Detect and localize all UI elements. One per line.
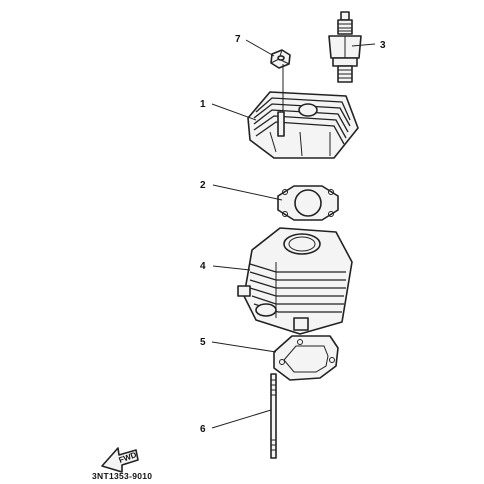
spark-plug-part xyxy=(328,11,362,83)
callout-1: 1 xyxy=(200,99,206,110)
callout-2: 2 xyxy=(200,180,206,191)
callout-7: 7 xyxy=(235,34,241,45)
stud-bolt-part xyxy=(270,373,277,459)
cylinder-head-part xyxy=(247,91,359,159)
callout-5: 5 xyxy=(200,337,206,348)
callout-6: 6 xyxy=(200,424,206,435)
cylinder-head-gasket-part xyxy=(277,185,339,221)
cylinder-base-gasket-part xyxy=(273,335,339,381)
fwd-arrow-icon: FWD xyxy=(101,447,139,473)
callout-labels: 1 2 3 4 5 6 7 xyxy=(200,34,386,435)
nut-part xyxy=(270,49,291,69)
leader-lines xyxy=(211,39,376,429)
callout-4: 4 xyxy=(200,261,206,272)
diagram-code: 3NT1353-9010 xyxy=(92,471,152,481)
callout-3: 3 xyxy=(380,40,386,51)
cylinder-part xyxy=(237,227,353,335)
